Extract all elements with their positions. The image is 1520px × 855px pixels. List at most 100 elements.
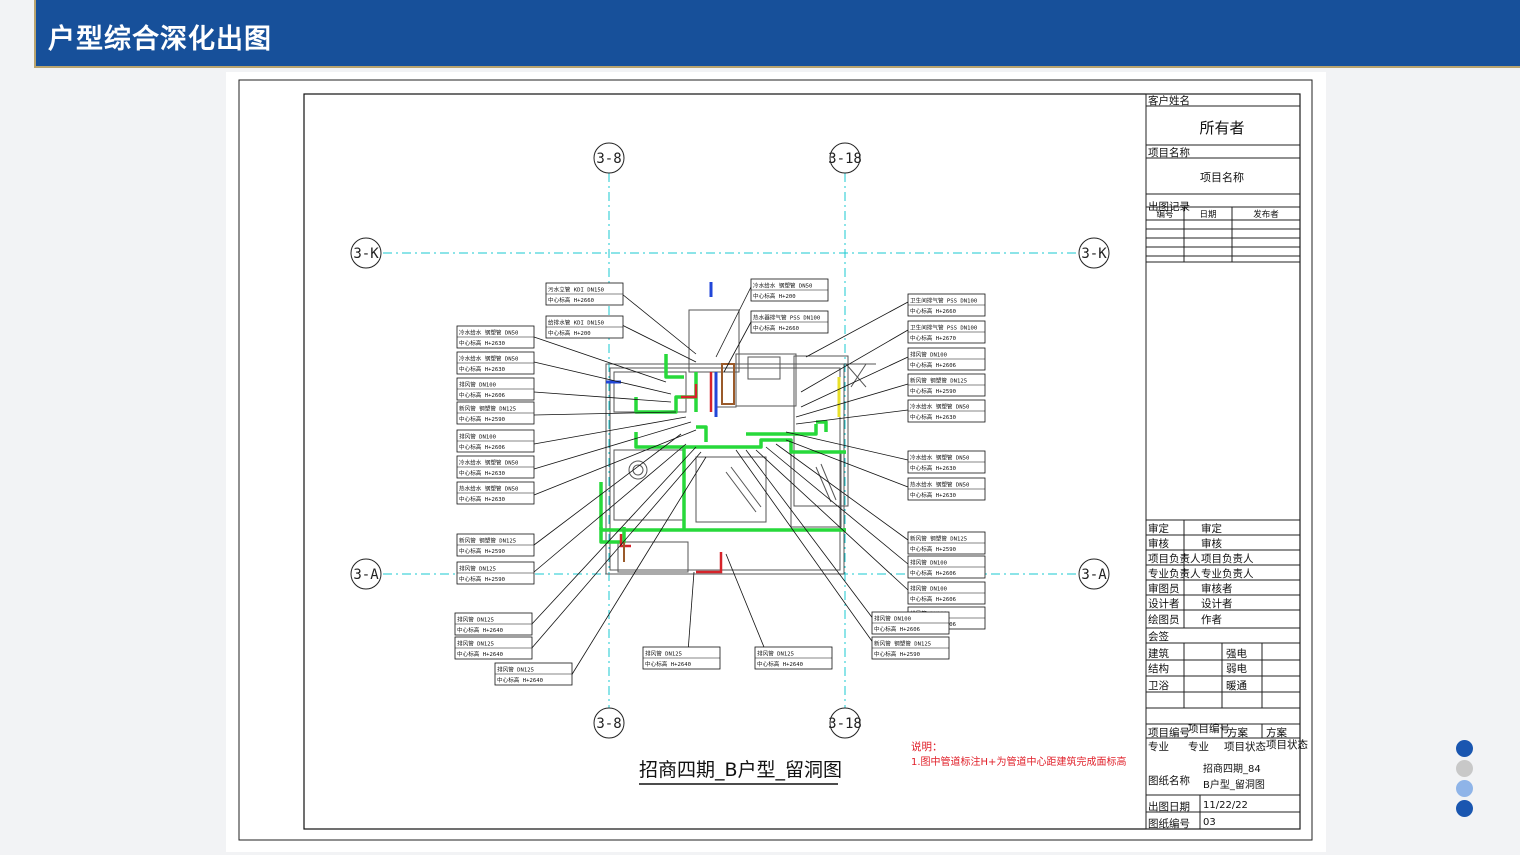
pipe-callout-spec: 热水给水 钢塑管 DN50	[459, 485, 518, 493]
tb-countersign-a: 建筑	[1148, 647, 1170, 660]
pipe-callout-elevation: 中心标高 H+2630	[459, 495, 505, 503]
pipe-callout-spec: 排风管 DN100	[459, 381, 496, 389]
pipe-callout: 污水立管 KDI DN150 中心标高 H+2660	[545, 282, 624, 306]
pipe-callout-spec: 热水器排气管 PSS DN100	[753, 314, 820, 322]
pipe-callout-spec: 热水给水 钢塑管 DN50	[910, 481, 969, 489]
grid-bubble-bottom-right: 3-18	[828, 707, 862, 739]
pipe-callout: 热水给水 钢塑管 DN50 中心标高 H+2630	[456, 481, 535, 505]
pipe-callout-elevation: 中心标高 H+2606	[910, 569, 956, 577]
grid-bubble-bottom-left: 3-8	[593, 707, 625, 739]
tb-countersign-a: 结构	[1148, 662, 1169, 675]
tb-role-value: 专业负责人	[1201, 567, 1254, 580]
tb-project-label: 项目名称	[1148, 146, 1190, 159]
tb-countersign-b: 弱电	[1226, 662, 1248, 675]
tb-countersign-b: 暖通	[1226, 679, 1248, 692]
note-line: 1.图中管道标注H+为管道中心距建筑完成面标高	[911, 755, 1126, 768]
tb-scheme-label: 方案	[1227, 726, 1249, 739]
pipe-callout-elevation: 中心标高 H+2630	[459, 469, 505, 477]
pipe-callout-elevation: 中心标高 H+2590	[910, 545, 956, 553]
grid-bubble-top-right: 3-18	[828, 142, 862, 174]
pipe-callout: 冷水给水 钢塑管 DN50 中心标高 H+2630	[456, 351, 535, 375]
pipe-callout-spec: 冷水给水 钢塑管 DN50	[459, 355, 518, 363]
pipe-callout-spec: 冷水给水 钢塑管 DN50	[910, 403, 969, 411]
pipe-callout-elevation: 中心标高 H+2606	[910, 361, 956, 369]
svg-text:3-K: 3-K	[353, 246, 379, 262]
tb-status-label: 项目状态	[1224, 740, 1266, 753]
tb-project-no-label: 项目编号	[1148, 726, 1190, 739]
pipe-callout-elevation: 中心标高 H+2590	[874, 650, 920, 658]
tb-role-value: 设计者	[1201, 597, 1233, 610]
pipe-callout-spec: 排风管 DN100	[910, 351, 947, 359]
tb-scheme-value: 方案	[1266, 726, 1288, 739]
tb-sheet-name-line1: 招商四期_84	[1203, 762, 1261, 775]
tb-role-value: 项目负责人	[1201, 552, 1254, 565]
svg-text:3-A: 3-A	[353, 567, 379, 583]
pipe-callout: 热水器排气管 PSS DN100 中心标高 H+2660	[750, 310, 829, 334]
slide-pagination	[1456, 740, 1476, 820]
svg-text:3-8: 3-8	[596, 716, 621, 732]
pipe-callout-spec: 污水立管 KDI DN150	[548, 286, 604, 294]
pipe-callout-elevation: 中心标高 H+2660	[548, 296, 594, 304]
pipe-callout-spec: 排风管 DN100	[910, 585, 947, 593]
pipe-callout-spec: 排风管 DN125	[757, 650, 794, 658]
pipe-callout-elevation: 中心标高 H+200	[753, 292, 796, 300]
pipe-callout: 热水给水 钢塑管 DN50 中心标高 H+2630	[907, 477, 986, 501]
pipe-callout-elevation: 中心标高 H+2640	[645, 660, 691, 668]
pipe-callout-elevation: 中心标高 H+2630	[910, 491, 956, 499]
pipe-callout-spec: 新风管 钢塑管 DN125	[910, 377, 967, 385]
tb-role-label: 设计者	[1148, 597, 1180, 610]
svg-text:3-A: 3-A	[1081, 567, 1107, 583]
tb-client-value: 所有者	[1199, 119, 1244, 137]
tb-countersign-a: 卫浴	[1148, 680, 1170, 692]
pipe-callout-spec: 冷水给水 钢塑管 DN50	[910, 454, 969, 462]
grid-bubble-left-top: 3-K	[350, 237, 382, 269]
pagination-dot[interactable]	[1456, 780, 1473, 797]
pipe-callout-elevation: 中心标高 H+2640	[757, 660, 803, 668]
pagination-dot[interactable]	[1456, 800, 1473, 817]
tb-countersign-b: 强电	[1226, 647, 1248, 660]
tb-sheet-name-label: 图纸名称	[1148, 774, 1190, 787]
pipe-callout-spec: 新风管 钢塑管 DN125	[459, 537, 516, 545]
tb-discipline-label: 专业	[1148, 740, 1169, 753]
pipe-callout-spec: 新风管 钢塑管 DN125	[459, 405, 516, 413]
pipe-callout-elevation: 中心标高 H+2606	[459, 443, 505, 451]
pipe-callout-spec: 排风管 DN125	[459, 565, 496, 573]
pipe-callout-elevation: 中心标高 H+2606	[874, 625, 920, 633]
pipe-callout-elevation: 中心标高 H+2640	[457, 650, 503, 658]
tb-project-value: 项目名称	[1200, 170, 1244, 184]
tb-role-value: 审核者	[1201, 582, 1233, 595]
pipe-callout-elevation: 中心标高 H+2630	[459, 365, 505, 373]
pipe-callout-elevation: 中心标高 H+2660	[753, 324, 799, 332]
tb-status-value: 项目状态	[1266, 738, 1308, 751]
tb-role-label: 审核	[1148, 537, 1170, 550]
sheet-outer-border	[238, 79, 1313, 841]
pagination-dot[interactable]	[1456, 740, 1473, 757]
tb-role-value: 审定	[1201, 522, 1223, 535]
note-title: 说明：	[911, 740, 943, 753]
tb-role-label: 专业负责人	[1148, 567, 1201, 580]
tb-role-label: 审定	[1148, 522, 1170, 535]
pipe-callout-elevation: 中心标高 H+2630	[910, 464, 956, 472]
pagination-dot[interactable]	[1456, 760, 1473, 777]
pipe-callout-spec: 给排水管 KDI DN150	[548, 319, 604, 327]
pipe-callout-elevation: 中心标高 H+2640	[457, 626, 503, 634]
tb-role-value: 作者	[1201, 614, 1222, 626]
pipe-callout-spec: 排风管 DN125	[645, 650, 682, 658]
pipe-callout-spec: 卫生间排气管 PSS DN100	[910, 324, 977, 332]
